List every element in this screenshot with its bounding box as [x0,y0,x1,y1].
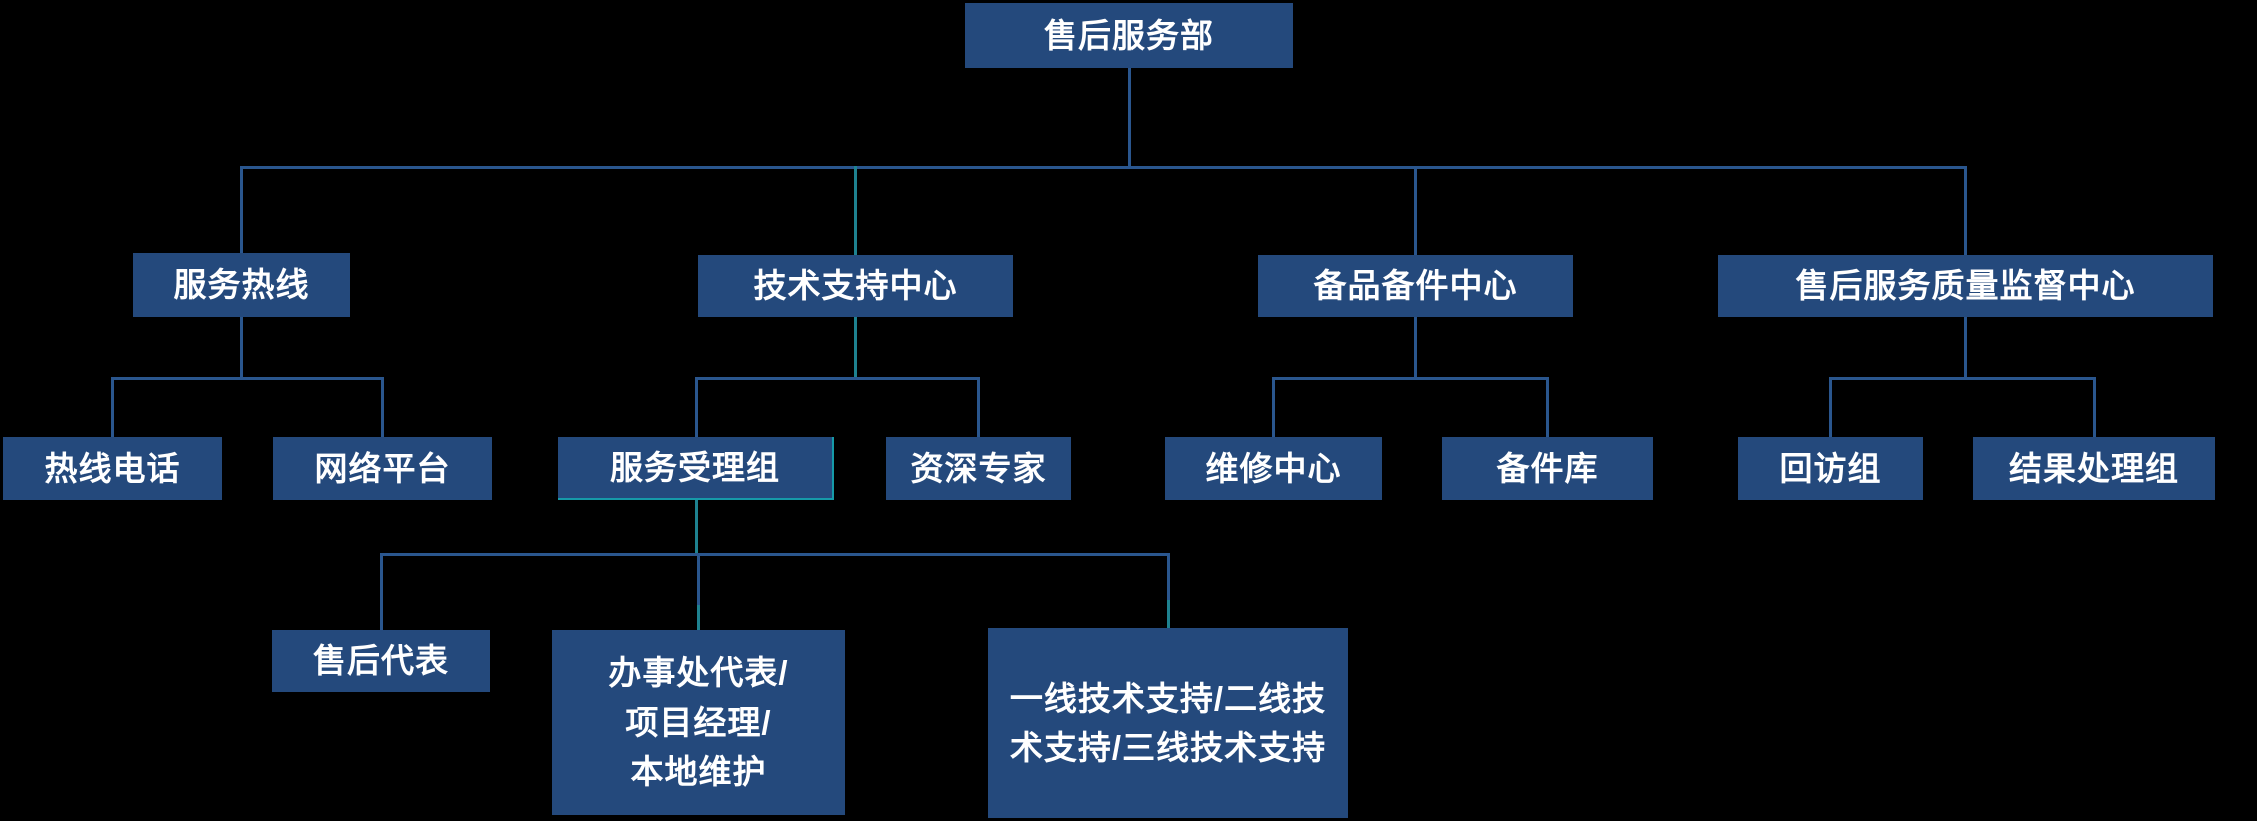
connector-quality-horizontal [1829,377,2096,380]
connector-drop-spare-parts-center [1414,166,1417,256]
connector-acceptance-horizontal [380,553,1169,556]
connector-drop-aftersales-representative [380,553,383,631]
connector-drop-office-rep-upper [697,553,700,606]
node-senior-experts-label: 资深专家 [910,449,1047,487]
node-root-label: 售后服务部 [1044,16,1214,54]
node-spare-parts-warehouse-label: 备件库 [1496,449,1599,487]
connector-hotline-horizontal [111,377,384,380]
node-office-rep-label: 办事处代表/ 项目经理/ 本地维护 [608,654,789,791]
node-hotline-phone: 热线电话 [3,437,222,500]
node-repair-center-label: 维修中心 [1205,449,1342,487]
node-aftersales-representative: 售后代表 [272,630,490,692]
connector-drop-tiered-support-upper [1167,553,1170,601]
node-spare-parts-center: 备品备件中心 [1258,255,1573,317]
connector-drop-office-rep-lower [697,605,700,631]
node-hotline-phone-label: 热线电话 [44,449,181,487]
connector-stub-service-acceptance [695,500,698,556]
node-service-acceptance-group: 服务受理组 [558,437,834,500]
node-service-hotline-label: 服务热线 [173,266,310,304]
node-root: 售后服务部 [965,3,1293,68]
node-tech-support-center: 技术支持中心 [698,255,1013,317]
connector-drop-online-platform [381,377,384,438]
node-quality-supervision-center-label: 售后服务质量监督中心 [1795,267,2136,305]
node-aftersales-representative-label: 售后代表 [313,642,449,680]
connector-drop-senior-experts [977,377,980,438]
connector-spare-parts-horizontal [1272,377,1549,380]
connector-drop-return-visit-group [1829,377,1832,438]
node-tiered-tech-support: 一线技术支持/二线技 术支持/三线技术支持 [988,628,1348,818]
connector-level1-horizontal [241,166,1967,169]
node-senior-experts: 资深专家 [886,437,1071,500]
connector-stub-spare-parts [1414,317,1417,379]
connector-drop-service-hotline [240,166,243,254]
connector-drop-repair-center [1272,377,1275,438]
connector-drop-quality-supervision-center [1964,166,1967,256]
node-online-platform-label: 网络平台 [314,449,451,487]
node-office-rep-project-manager-local-maintenance: 办事处代表/ 项目经理/ 本地维护 [552,630,845,815]
connector-root-vertical [1128,68,1131,167]
node-quality-supervision-center: 售后服务质量监督中心 [1718,255,2213,317]
node-result-handling-group-label: 结果处理组 [2009,449,2179,487]
connector-drop-tech-support-center [854,166,857,256]
node-tech-support-center-label: 技术支持中心 [753,267,958,305]
connector-stub-service-hotline [240,317,243,379]
node-return-visit-group: 回访组 [1738,437,1923,500]
node-tiered-tech-support-label: 一线技术支持/二线技 术支持/三线技术支持 [1009,679,1327,767]
connector-tech-support-horizontal [695,377,980,380]
connector-stub-tech-support [854,317,857,379]
node-result-handling-group: 结果处理组 [1973,437,2215,500]
connector-drop-tiered-support-lower [1167,600,1170,629]
node-spare-parts-warehouse: 备件库 [1442,437,1653,500]
connector-stub-quality-supervision [1964,317,1967,379]
node-online-platform: 网络平台 [273,437,492,500]
node-service-acceptance-group-label: 服务受理组 [610,448,780,486]
node-return-visit-group-label: 回访组 [1779,449,1882,487]
node-service-hotline: 服务热线 [133,253,350,317]
connector-drop-service-acceptance-group [695,377,698,438]
connector-drop-spare-parts-warehouse [1546,377,1549,438]
connector-drop-hotline-phone [111,377,114,438]
node-repair-center: 维修中心 [1165,437,1382,500]
node-spare-parts-center-label: 备品备件中心 [1313,267,1518,305]
connector-drop-result-handling-group [2093,377,2096,438]
